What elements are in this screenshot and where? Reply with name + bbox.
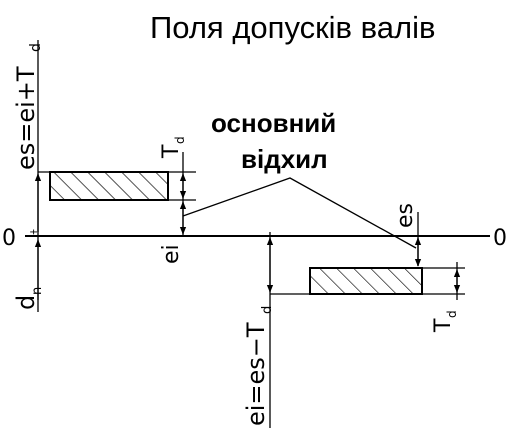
label-es-upper: es=ei+T d [12,43,44,170]
tolerance-field-lower [309,267,423,295]
svg-text:es: es [393,203,418,228]
svg-text:n: n [30,287,45,295]
diagram-title: Поля допусків валів [150,10,435,45]
annotation-line-2: відхил [241,144,328,174]
svg-text:d: d [173,136,187,144]
label-ei-lower: ei=es−T d [242,306,275,426]
svg-text:d: d [12,295,40,310]
label-td-lower: T d [431,310,459,333]
svg-text:d: d [260,306,275,314]
label-td-upper: T d [159,136,187,159]
tolerance-field-upper [49,171,169,201]
svg-text:T: T [159,144,184,159]
label-es-right: es [393,203,418,228]
svg-text:d: d [445,310,459,318]
svg-text:es=ei+T: es=ei+T [12,66,40,170]
svg-text:T: T [431,318,456,333]
zero-label-right: 0 [493,226,507,251]
label-dn: d n [12,287,45,310]
annotation-line-1: основний [211,108,336,138]
zero-label-left: 0 [2,226,16,251]
annotation-leader [182,177,417,249]
svg-text:ei: ei [159,244,184,264]
label-ei-upper: ei [159,244,184,264]
zero-plus-minus: ± [29,226,38,239]
svg-text:ei=es−T: ei=es−T [242,322,270,426]
svg-text:d: d [28,43,44,52]
